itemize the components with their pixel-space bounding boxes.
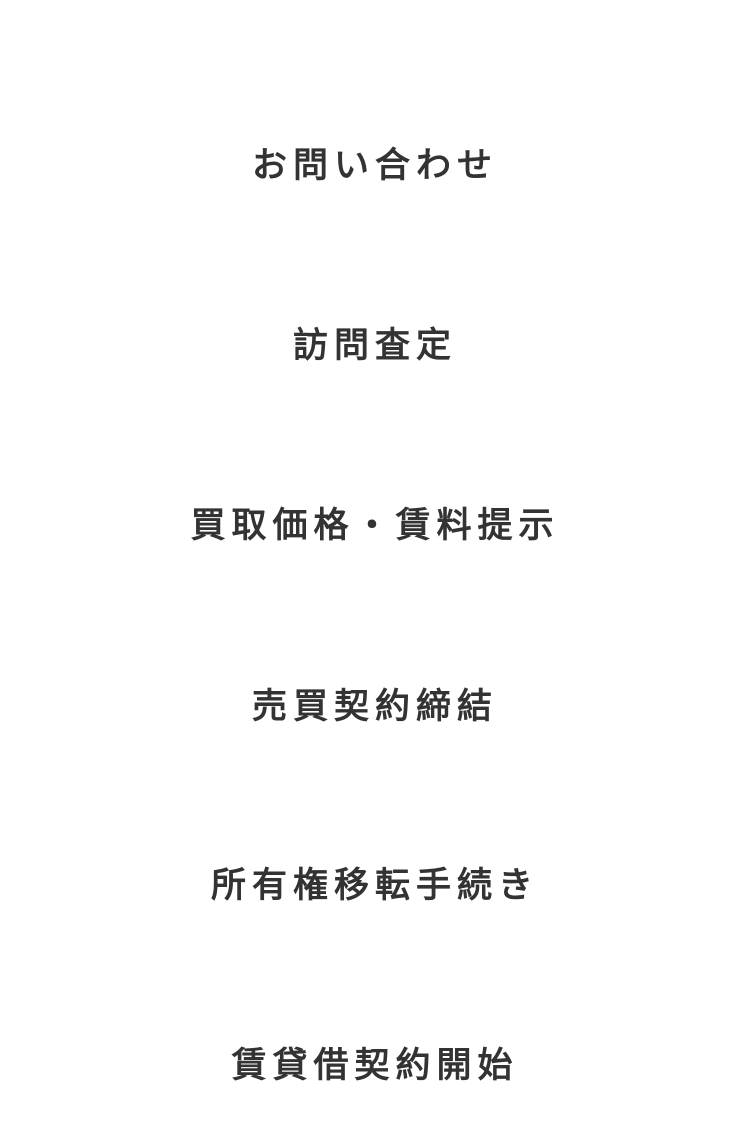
step-lease-start: 賃貸借契約開始 bbox=[231, 1046, 519, 1086]
step-ownership-transfer: 所有権移転手続き bbox=[210, 866, 539, 906]
step-inquiry: お問い合わせ bbox=[251, 146, 498, 186]
step-onsite-appraisal: 訪問査定 bbox=[292, 326, 457, 366]
step-sales-contract: 売買契約締結 bbox=[251, 687, 498, 727]
step-price-rent-offer: 買取価格・賃料提示 bbox=[190, 506, 560, 546]
